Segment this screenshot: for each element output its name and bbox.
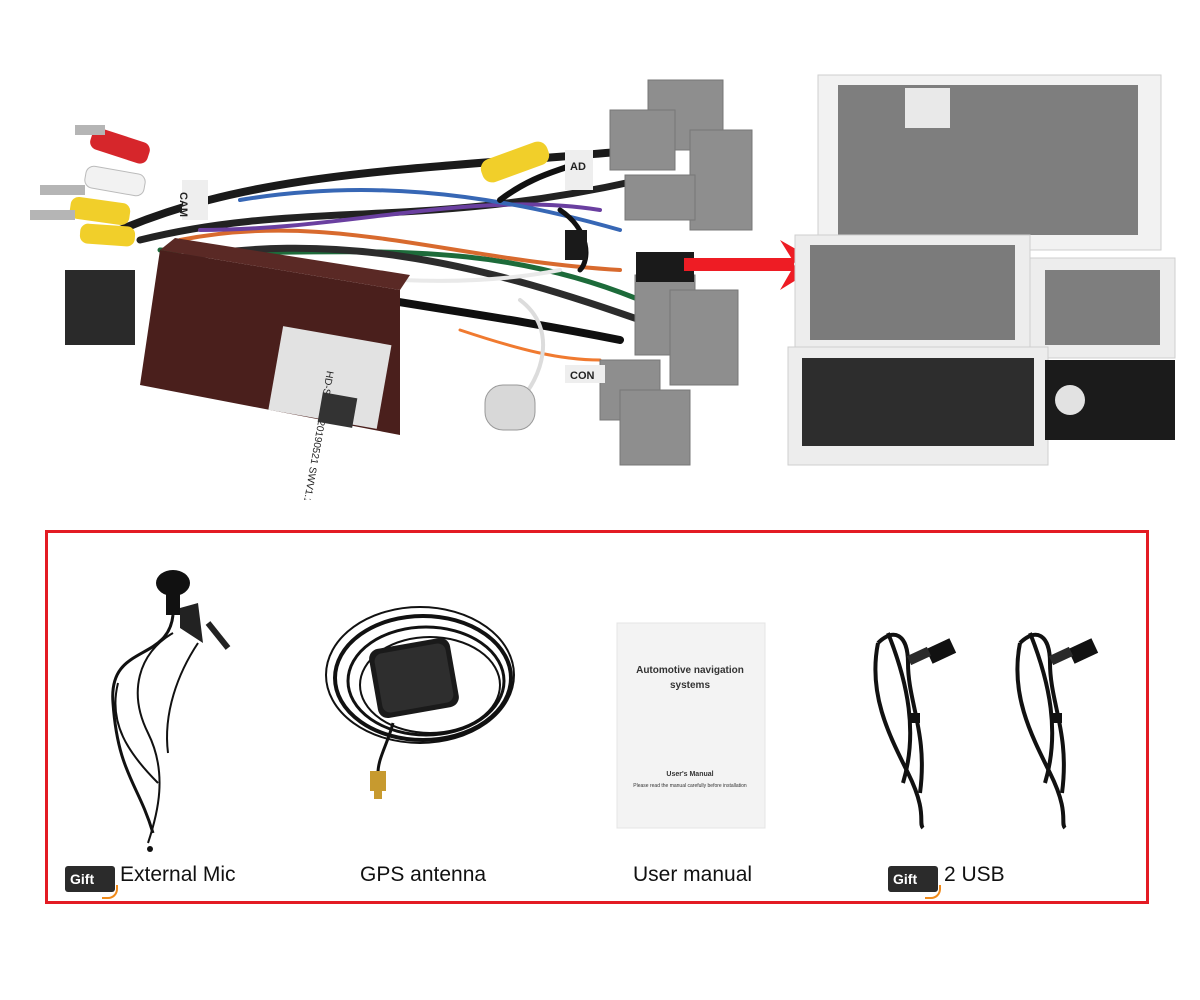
antenna-plug xyxy=(484,384,536,431)
gps-antenna-item: GPS antenna xyxy=(318,533,568,901)
manual-cover-subtitle: User's Manual xyxy=(666,771,714,778)
gift-ribbon-icon xyxy=(925,885,941,899)
tag-con: CON xyxy=(570,370,595,382)
external-mic-caption: External Mic xyxy=(120,863,236,886)
user-manual-item: Automotive navigation systems User's Man… xyxy=(593,533,823,901)
wire-tags: CAM AD CON xyxy=(177,150,605,383)
external-mic-item: Gift External Mic xyxy=(48,533,298,901)
decoder-module: HD-SS-0C 20190521 SWV1.13.005BYDT PNGY xyxy=(140,238,410,500)
gps-antenna-photo xyxy=(325,606,515,799)
usb-cables-photo xyxy=(873,632,1099,830)
grey-connectors xyxy=(599,79,753,466)
gift-ribbon-icon xyxy=(102,885,118,899)
accessories-frame: Gift External Mic GPS antenna Automotive… xyxy=(45,530,1149,904)
microphone-photo xyxy=(111,570,231,852)
black-connector xyxy=(65,270,135,345)
tag-cam: CAM xyxy=(177,192,189,217)
usb-caption: 2 USB xyxy=(944,863,1005,886)
tag-ad: AD xyxy=(570,161,586,173)
gps-antenna-caption: GPS antenna xyxy=(360,863,487,886)
rca-plugs xyxy=(30,125,550,247)
manual-cover-note: Please read the manual carefully before … xyxy=(633,783,747,789)
wiring-harness-photo: HD-SS-0C 20190521 SWV1.13.005BYDT PNGY C… xyxy=(30,74,1176,500)
usb-item: Gift 2 USB xyxy=(848,533,1148,901)
user-manual-photo xyxy=(616,622,766,829)
vehicle-connector-block xyxy=(787,74,1176,466)
manual-cover-title: Automotive navigation systems xyxy=(636,665,744,691)
user-manual-caption: User manual xyxy=(633,863,753,886)
